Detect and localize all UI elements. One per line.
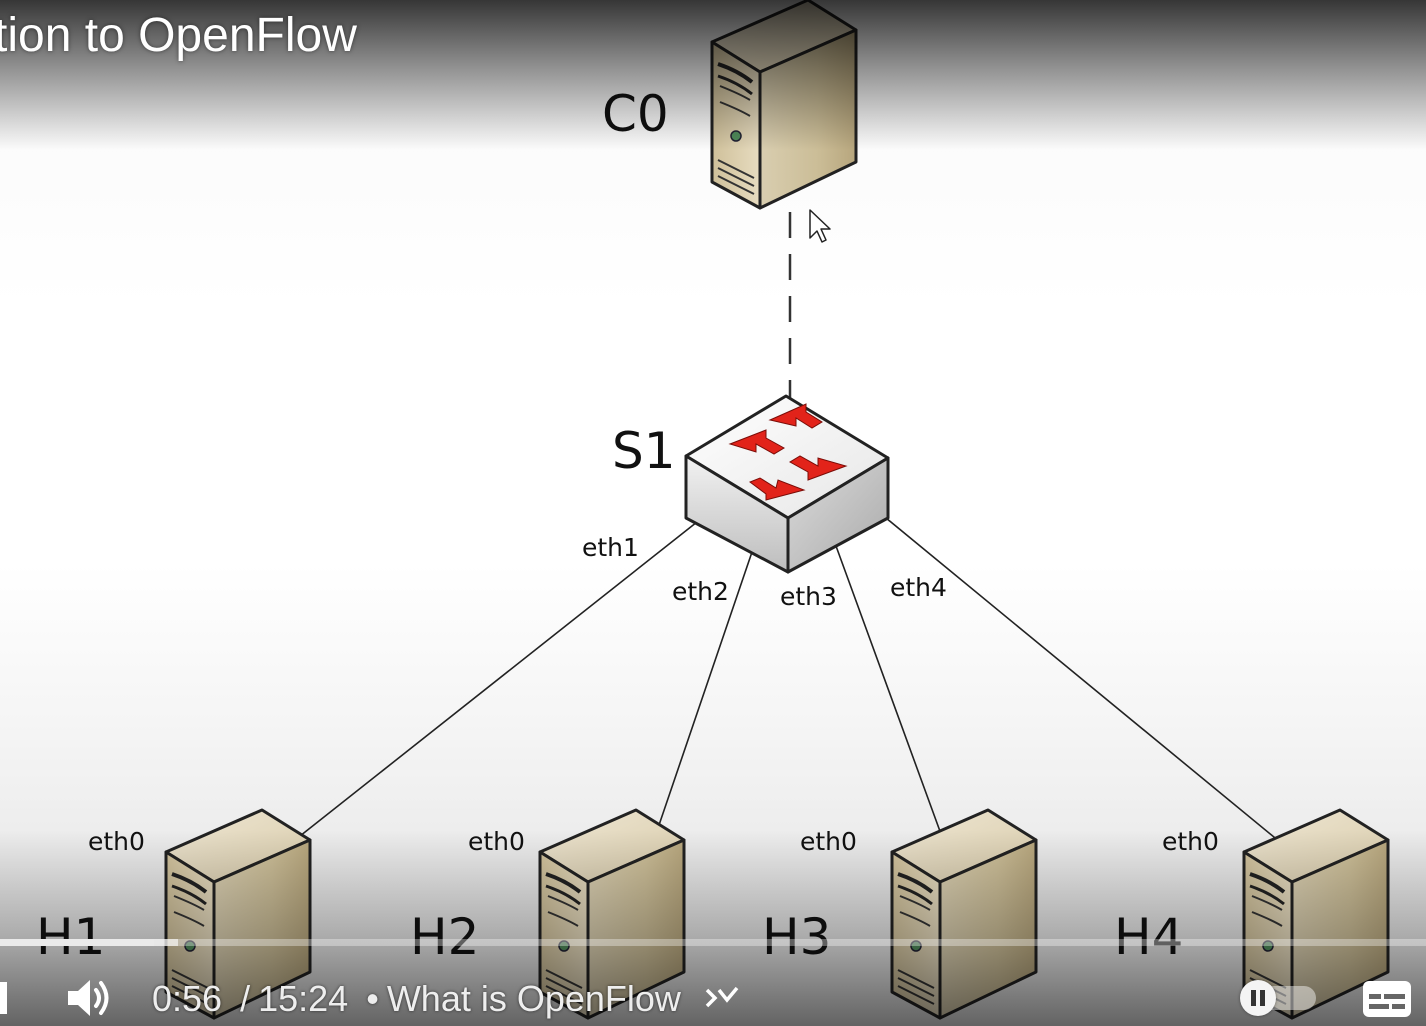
time-display: 0:56 /15:24 •What is OpenFlow [152, 978, 681, 1020]
chevron-right-icon [705, 986, 739, 1008]
port-label-eth2: eth2 [672, 577, 729, 606]
host-port-label-h3: eth0 [800, 827, 857, 856]
current-time: 0:56 [152, 978, 223, 1019]
next-button[interactable] [0, 982, 10, 1014]
subtitles-icon [1363, 981, 1411, 1017]
host-label-h3: H3 [762, 908, 831, 966]
host-label-h1: H1 [36, 908, 105, 966]
controller-label: C0 [602, 85, 669, 143]
player-controls: 0:56 /15:24 •What is OpenFlow [0, 970, 1426, 1026]
host-port-label-h1: eth0 [88, 827, 145, 856]
chapter-chevron-button[interactable] [705, 984, 739, 1012]
port-label-eth1: eth1 [582, 533, 639, 562]
autoplay-knob [1240, 980, 1276, 1016]
host-label-h4: H4 [1114, 908, 1183, 966]
link-eth2-h2 [657, 551, 753, 829]
chapter-title[interactable]: What is OpenFlow [386, 978, 681, 1019]
progress-bar[interactable] [0, 939, 1426, 946]
switch-label: S1 [612, 422, 676, 480]
switch-device [684, 394, 890, 574]
next-icon [0, 982, 7, 1014]
link-eth4-h4 [885, 517, 1281, 843]
host-port-label-h4: eth0 [1162, 827, 1219, 856]
mouse-cursor-icon [809, 209, 831, 243]
port-label-eth4: eth4 [890, 573, 947, 602]
volume-icon [68, 980, 109, 1016]
volume-button[interactable] [66, 976, 114, 1020]
chapter-bullet: • [366, 978, 379, 1019]
host-label-h2: H2 [410, 908, 479, 966]
switch-arrows-icon [728, 403, 848, 501]
pause-icon [1251, 990, 1265, 1006]
link-eth3-h3 [835, 545, 942, 835]
host-port-label-h2: eth0 [468, 827, 525, 856]
duration: 15:24 [258, 978, 349, 1019]
subtitles-button[interactable] [1362, 980, 1412, 1018]
time-separator: / [240, 978, 251, 1019]
video-title[interactable]: tion to OpenFlow [0, 9, 357, 62]
controller-server [710, 0, 858, 210]
autoplay-toggle[interactable] [1240, 980, 1320, 1016]
link-eth1-h1 [299, 521, 698, 837]
progress-played [0, 939, 154, 946]
port-label-eth3: eth3 [780, 582, 837, 611]
